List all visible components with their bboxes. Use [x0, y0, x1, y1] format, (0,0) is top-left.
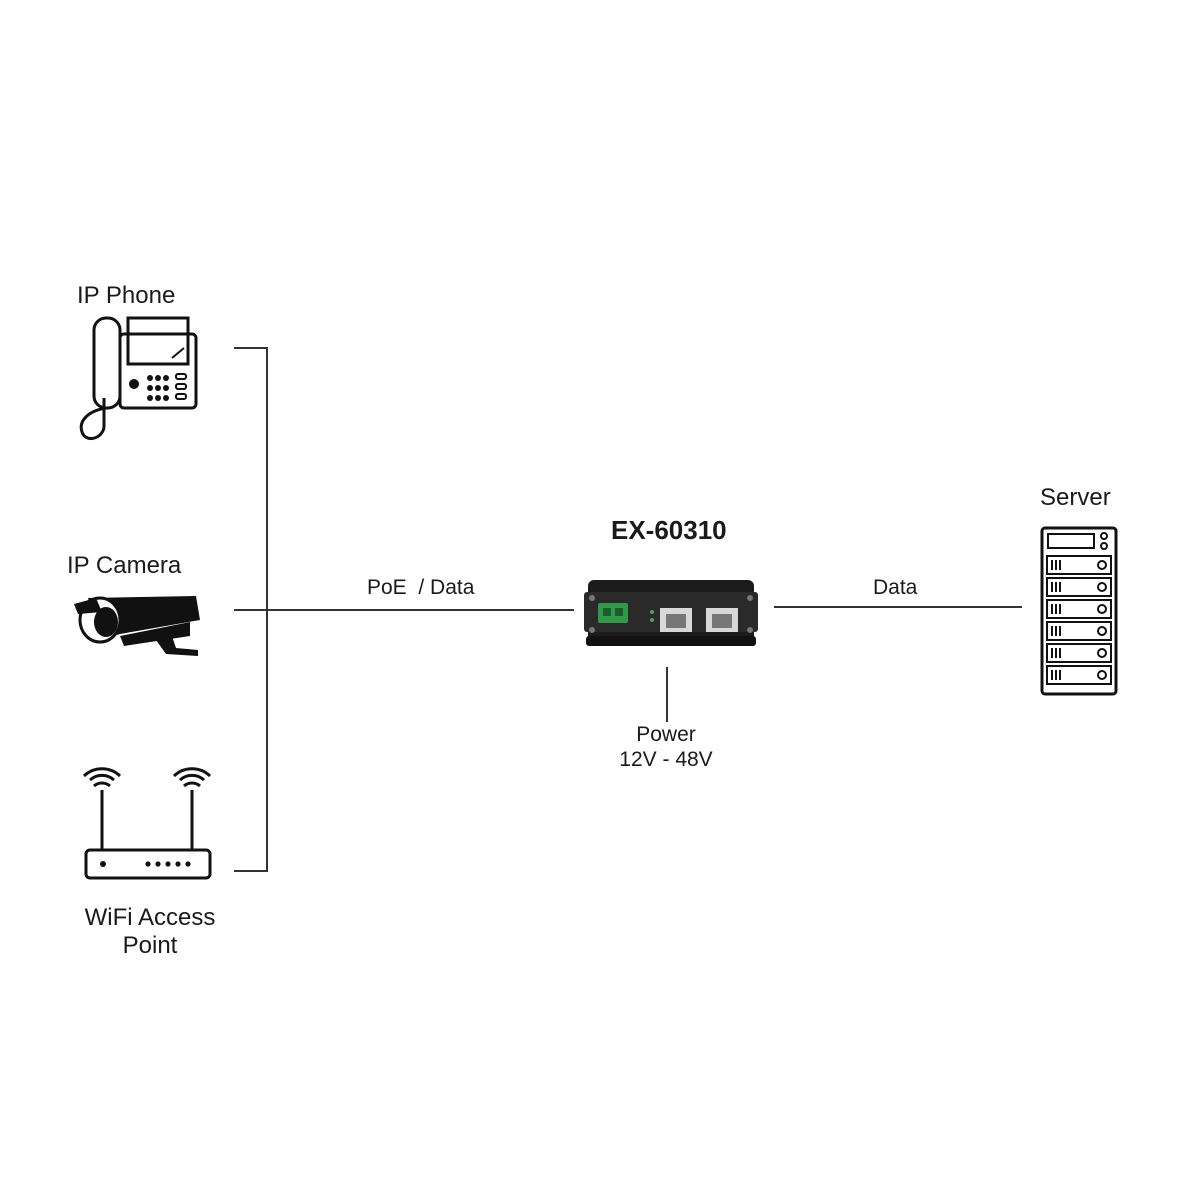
data-link-label: Data: [873, 576, 918, 599]
injector-model-label: EX-60310: [611, 515, 727, 545]
ip-phone-label: IP Phone: [77, 282, 176, 309]
power-label-line2: 12V - 48V: [619, 748, 713, 771]
connection-lines: [234, 347, 1022, 872]
wifi-ap-label-line2: Point: [122, 932, 178, 959]
server-label: Server: [1040, 484, 1111, 511]
ip-camera-label: IP Camera: [67, 552, 182, 579]
server-rack-icon: [1040, 526, 1118, 696]
ip-phone-icon: [79, 316, 198, 441]
poe-data-link-label: PoE / Data: [367, 576, 475, 599]
power-label: Power 12V - 48V: [606, 722, 726, 772]
wifi-ap-label-line1: WiFi Access: [84, 904, 216, 931]
wifi-router-icon: [82, 767, 212, 880]
wifi-ap-label: WiFi Access Point: [60, 904, 240, 960]
ip-camera-icon: [74, 596, 200, 656]
poe-injector-icon: [584, 580, 758, 646]
power-label-line1: Power: [636, 723, 696, 746]
